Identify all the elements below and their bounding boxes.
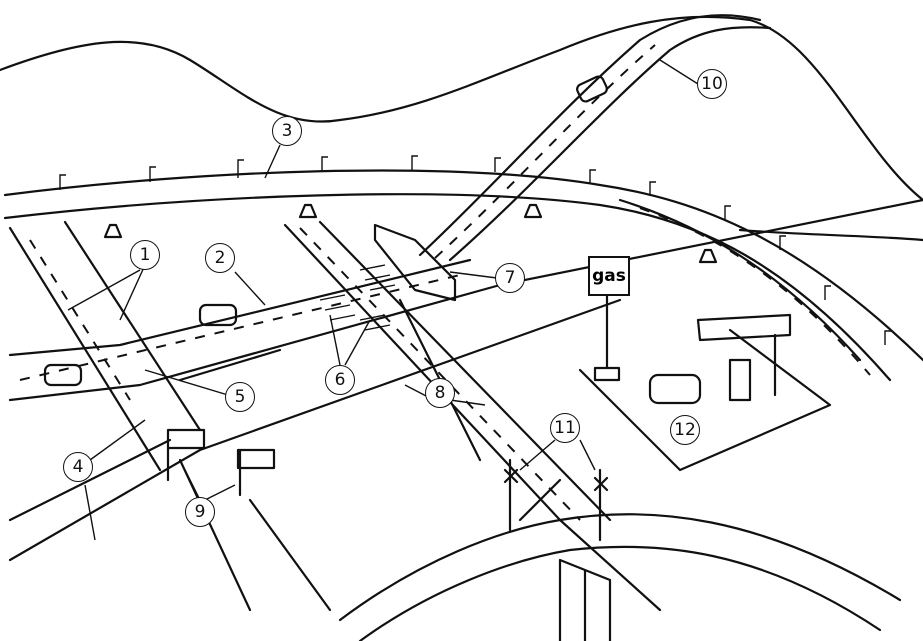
roads — [8, 198, 923, 612]
car — [198, 303, 238, 327]
label-7: 7 — [495, 263, 525, 293]
label-10: 10 — [697, 69, 727, 99]
label-2: 2 — [205, 243, 235, 273]
gas-sign: gas — [588, 256, 630, 296]
crossing-gates — [518, 478, 662, 612]
gas-station — [696, 313, 792, 402]
elevated-highway — [3, 155, 923, 382]
label-9: 9 — [185, 497, 215, 527]
label-6: 6 — [325, 365, 355, 395]
car-on-ramp — [576, 75, 608, 103]
label-5: 5 — [225, 382, 255, 412]
car-at-gas-station — [648, 373, 702, 405]
label-12: 12 — [670, 415, 700, 445]
gas-sign-pole — [593, 294, 621, 382]
label-8: 8 — [425, 378, 455, 408]
label-11: 11 — [550, 413, 580, 443]
railway — [338, 513, 902, 622]
label-1: 1 — [130, 240, 160, 270]
crosswalk — [319, 264, 396, 331]
railroad-crossing-signals — [503, 458, 609, 542]
hills — [0, 15, 923, 202]
label-4: 4 — [63, 452, 93, 482]
fence — [558, 558, 612, 641]
traffic-lights — [166, 428, 276, 497]
car — [43, 363, 83, 387]
pedestrian-overpass — [373, 223, 457, 302]
label-3: 3 — [272, 116, 302, 146]
